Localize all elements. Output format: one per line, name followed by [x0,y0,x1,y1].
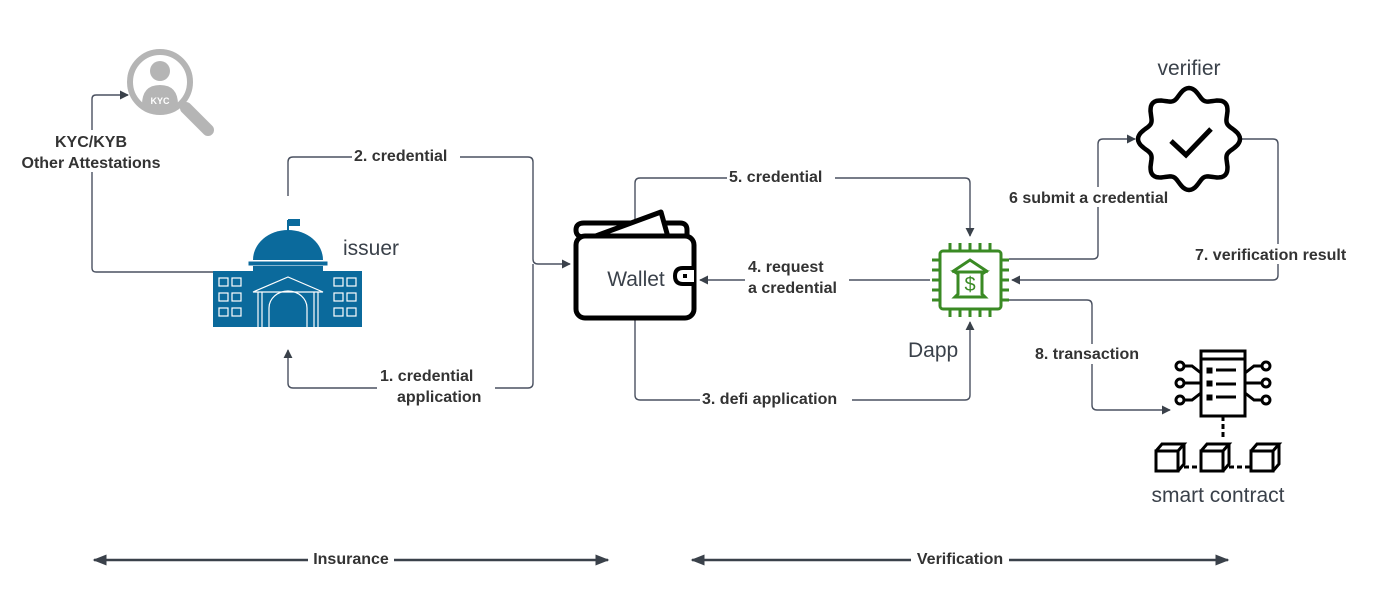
smart-contract-network-icon [1154,349,1283,473]
issuer-label: issuer [343,237,399,260]
issuer-node: issuer [213,219,399,327]
phase-insurance: Insurance [92,548,610,570]
edge-label-7: 7. verification result [1193,244,1365,264]
edge-label-3: 3. defi application [700,389,852,409]
dapp-node: $ Dapp [908,243,1009,362]
wallet-label: Wallet [607,268,665,291]
edge-label-3-text: 3. defi application [702,391,837,408]
connector-2-credential [287,156,571,269]
verified-badge-check-icon [1135,85,1243,193]
smart-contract-node: smart contract [1151,349,1285,507]
kyc-search-icon: KYC [127,49,214,136]
edge-label-4-line1: 4. request [748,259,824,276]
phase-insurance-label: Insurance [313,551,389,568]
kyc-node: KYC KYC/KYB Other Attestations [10,49,214,172]
edge-label-8: 8. transaction [1033,344,1153,364]
edge-label-1-line1: 1. credential [380,368,473,385]
government-building-icon [213,219,362,327]
edge-label-5-text: 5. credential [729,169,822,186]
edge-label-4-line2: a credential [748,280,837,297]
edge-label-2-text: 2. credential [354,148,447,165]
kyc-caption-line2: Other Attestations [22,155,161,172]
dapp-label: Dapp [908,339,958,362]
phase-verification: Verification [690,548,1230,570]
edge-label-8-text: 8. transaction [1035,346,1139,363]
wallet-node: Wallet [573,209,697,321]
edge-label-2: 2. credential [352,146,460,166]
kyc-icon-label: KYC [150,96,170,106]
verifier-label: verifier [1157,57,1220,80]
edge-label-1-line2: application [397,389,481,406]
edge-label-6: 6 submit a credential [1007,187,1187,207]
chip-bank-dollar-icon: $ [932,243,1009,317]
wallet-icon [573,209,697,321]
svg-text:$: $ [964,274,975,296]
edge-label-7-text: 7. verification result [1195,247,1347,264]
edge-label-1: 1. credential application [377,365,495,406]
edge-label-5: 5. credential [727,166,835,186]
verifier-node: verifier [1135,57,1243,193]
edge-label-4: 4. request a credential [745,256,849,298]
connector-7-verification-result [1011,138,1279,285]
phase-verification-label: Verification [917,551,1003,568]
smart-contract-label: smart contract [1151,484,1284,507]
connector-kyc [91,90,213,273]
kyc-caption-line1: KYC/KYB [55,134,127,151]
edge-label-6-text: 6 submit a credential [1009,190,1168,207]
